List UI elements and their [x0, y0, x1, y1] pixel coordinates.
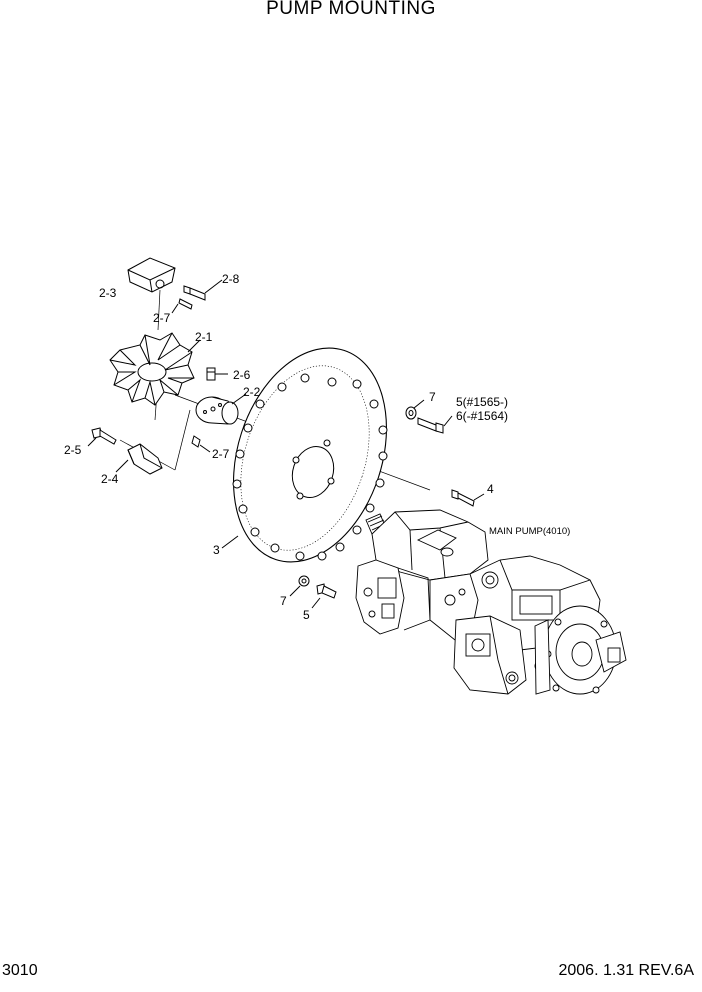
callout-labels: 2-8 2-3 2-7 2-1 2-6 2-2 2-7 2-5 2-4 3 7 …	[64, 272, 570, 622]
label-main-pump: MAIN PUMP(4010)	[489, 526, 570, 537]
part-2-7-pin-lower	[191, 435, 211, 453]
part-2-7-pin-top	[171, 298, 193, 314]
label-5-lower: 5	[303, 608, 310, 622]
label-2-1: 2-1	[195, 330, 213, 344]
label-2-5: 2-5	[64, 443, 82, 457]
revision-info: 2006. 1.31 REV.6A	[558, 962, 694, 979]
label-4: 4	[487, 482, 494, 496]
part-7-washer-lower	[289, 575, 310, 597]
part-2-3-clamp	[127, 257, 176, 293]
label-7-lower: 7	[280, 594, 287, 608]
page-number: 3010	[2, 962, 38, 979]
part-2-2-hub	[195, 393, 247, 425]
part-2-5-bolt	[87, 427, 117, 447]
label-2-8: 2-8	[222, 272, 240, 286]
part-7-washer-upper	[405, 399, 425, 420]
label-2-3: 2-3	[99, 286, 117, 300]
label-2-7-upper: 2-7	[153, 311, 171, 325]
label-2-4: 2-4	[101, 472, 119, 486]
label-2-7-lower: 2-7	[212, 447, 230, 461]
label-3: 3	[213, 543, 220, 557]
part-5-6-bolt-upper	[417, 415, 453, 434]
label-2-2: 2-2	[243, 385, 261, 399]
part-2-1-coupling	[109, 332, 201, 406]
page-title: PUMP MOUNTING	[266, 0, 436, 19]
part-3-flywheel-plate	[221, 347, 388, 563]
part-2-4-clamp	[115, 443, 163, 475]
main-pump-assembly	[355, 509, 627, 695]
part-5-bolt-lower	[311, 583, 337, 609]
label-7-upper: 7	[429, 390, 436, 404]
label-6: 6(-#1564)	[456, 409, 508, 423]
part-2-8-bolt	[183, 279, 223, 301]
part-2-6-setscrew	[206, 367, 228, 381]
label-5-upper: 5(#1565-)	[456, 395, 508, 409]
label-2-6: 2-6	[233, 368, 251, 382]
part-4-bolt	[451, 489, 485, 507]
